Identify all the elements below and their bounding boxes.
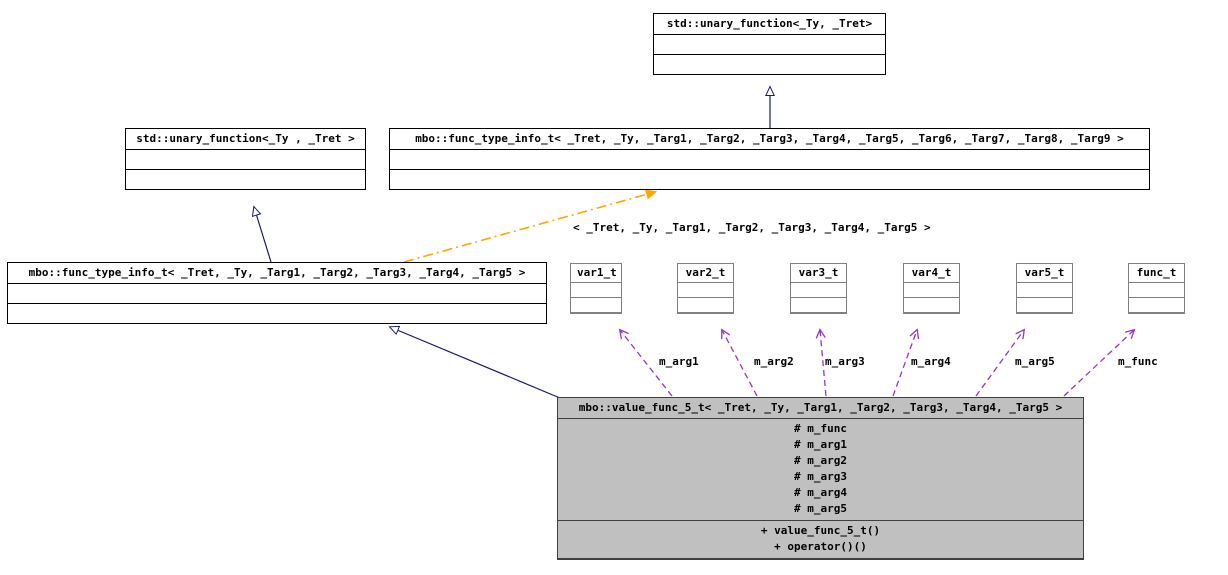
operations-compartment: [571, 298, 621, 313]
node-func-type-info-t-full[interactable]: mbo::func_type_info_t< _Tret, _Ty, _Targ…: [389, 128, 1150, 190]
edge-usage-m_arg2: [721, 328, 758, 397]
attributes-compartment: [1129, 283, 1184, 298]
node-title: var2_t: [678, 264, 733, 283]
node-std-unary-function-top[interactable]: std::unary_function<_Ty, _Tret>: [653, 13, 886, 75]
attributes-compartment: [571, 283, 621, 298]
operations-compartment: + value_func_5_t() + operator()(): [558, 520, 1083, 559]
operations-compartment: [390, 170, 1149, 189]
attributes-compartment: [654, 35, 885, 55]
node-title: var5_t: [1017, 264, 1072, 283]
operations-compartment: [654, 55, 885, 74]
operations-compartment: [8, 304, 546, 323]
edge-label-m-arg1: m_arg1: [659, 355, 699, 368]
member-m-func: # m_func: [794, 421, 847, 435]
attributes-compartment: [904, 283, 959, 298]
attributes-compartment: [678, 283, 733, 298]
edge-label-m-arg5: m_arg5: [1015, 355, 1055, 368]
node-var2-t[interactable]: var2_t: [677, 263, 734, 314]
method-operator-call: + operator()(): [774, 539, 867, 553]
member-m-arg4: # m_arg4: [794, 485, 847, 499]
edge-label-m-arg3: m_arg3: [825, 355, 865, 368]
edge-inheritance-valuefunc5-to-functypeinfo5: [388, 325, 561, 399]
node-func-t[interactable]: func_t: [1128, 263, 1185, 314]
operations-compartment: [904, 298, 959, 313]
edge-inheritance-functypeinfo5-to-unaryfunction-left: [251, 205, 272, 263]
member-m-arg1: # m_arg1: [794, 437, 847, 451]
operations-compartment: [1129, 298, 1184, 313]
operations-compartment: [1017, 298, 1072, 313]
node-title: var1_t: [571, 264, 621, 283]
node-title: mbo::func_type_info_t< _Tret, _Ty, _Targ…: [390, 129, 1149, 150]
attributes-compartment: [1017, 283, 1072, 298]
node-title: func_t: [1129, 264, 1184, 283]
attributes-compartment: [126, 150, 365, 170]
edge-label-m-arg2: m_arg2: [754, 355, 794, 368]
operations-compartment: [791, 298, 846, 313]
member-m-arg2: # m_arg2: [794, 453, 847, 467]
node-std-unary-function-left[interactable]: std::unary_function<_Ty , _Tret >: [125, 128, 366, 190]
node-title: std::unary_function<_Ty, _Tret>: [654, 14, 885, 35]
node-title: mbo::value_func_5_t< _Tret, _Ty, _Targ1,…: [558, 398, 1083, 419]
attributes-compartment: [791, 283, 846, 298]
node-var1-t[interactable]: var1_t: [570, 263, 622, 314]
member-m-arg5: # m_arg5: [794, 501, 847, 515]
node-var5-t[interactable]: var5_t: [1016, 263, 1073, 314]
edge-label-m-func: m_func: [1118, 355, 1158, 368]
node-func-type-info-t-5[interactable]: mbo::func_type_info_t< _Tret, _Ty, _Targ…: [7, 262, 547, 324]
node-title: mbo::func_type_info_t< _Tret, _Ty, _Targ…: [8, 263, 546, 284]
node-var3-t[interactable]: var3_t: [790, 263, 847, 314]
node-var4-t[interactable]: var4_t: [903, 263, 960, 314]
node-title: var3_t: [791, 264, 846, 283]
member-m-arg3: # m_arg3: [794, 469, 847, 483]
node-title: std::unary_function<_Ty , _Tret >: [126, 129, 365, 150]
attributes-compartment: [390, 150, 1149, 170]
operations-compartment: [678, 298, 733, 313]
attributes-compartment: # m_func # m_arg1 # m_arg2 # m_arg3 # m_…: [558, 418, 1083, 521]
method-constructor: + value_func_5_t(): [760, 523, 881, 537]
node-title: var4_t: [904, 264, 959, 283]
template-binding-label: < _Tret, _Ty, _Targ1, _Targ2, _Targ3, _T…: [573, 221, 931, 234]
operations-compartment: [126, 170, 365, 189]
edge-label-m-arg4: m_arg4: [911, 355, 951, 368]
node-value-func-5-t[interactable]: mbo::value_func_5_t< _Tret, _Ty, _Targ1,…: [557, 397, 1084, 560]
attributes-compartment: [8, 284, 546, 304]
